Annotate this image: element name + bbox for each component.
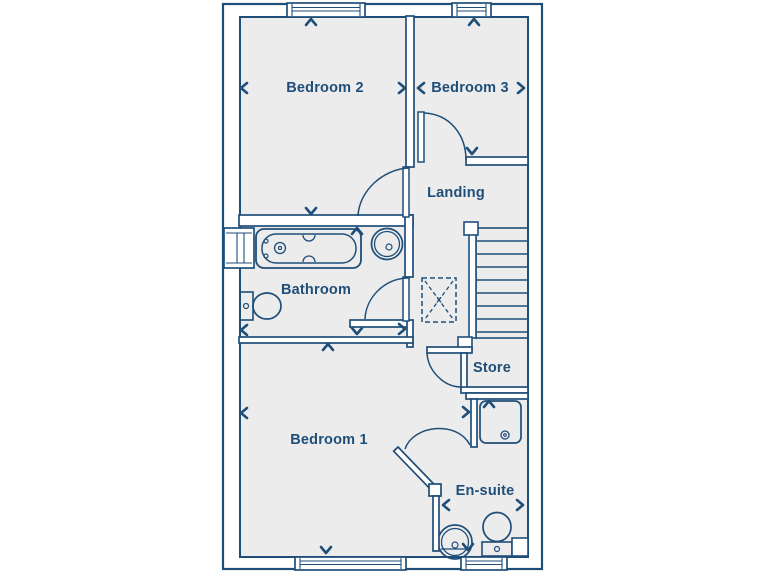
arrow-up-icon — [321, 342, 335, 352]
arrow-left-icon — [239, 406, 249, 420]
arrow-down-icon — [304, 206, 318, 216]
window-bathroom — [223, 227, 255, 269]
internal-walls — [238, 15, 529, 552]
loft-hatch-icon — [421, 277, 457, 323]
room-label-en-suite: En-suite — [455, 483, 515, 499]
arrow-up-icon — [482, 399, 496, 409]
arrow-down-icon — [465, 146, 479, 156]
door-arcs — [357, 112, 471, 450]
window-en-suite — [460, 556, 508, 571]
bathroom-door-arc — [364, 277, 410, 320]
arrow-left-icon — [441, 498, 451, 512]
room-label-bedroom-2: Bedroom 2 — [286, 80, 364, 96]
window-bedroom3 — [451, 2, 492, 18]
washbasin-icon — [370, 227, 404, 261]
door-leaves — [402, 111, 425, 322]
room-label-store: Store — [472, 360, 512, 376]
room-label-landing: Landing — [427, 185, 485, 201]
arrow-right-icon — [516, 81, 526, 95]
staircase-icon — [457, 221, 529, 351]
arrow-down-icon — [461, 542, 475, 552]
toilet-icon — [239, 291, 282, 321]
arrow-up-icon — [304, 17, 318, 27]
room-label-bathroom: Bathroom — [280, 282, 352, 298]
arrow-up-icon — [467, 17, 481, 27]
shower-icon — [479, 400, 522, 444]
window-bedroom1 — [294, 556, 407, 571]
arrow-left-icon — [239, 81, 249, 95]
room-label-bedroom-1: Bedroom 1 — [290, 432, 368, 448]
en-suite-toilet-icon — [481, 511, 529, 557]
bedroom2-door-arc — [357, 167, 410, 217]
arrow-left-icon — [416, 81, 426, 95]
dimension-arrows — [239, 17, 526, 555]
room-label-bedroom-3: Bedroom 3 — [431, 80, 509, 96]
arrow-down-icon — [350, 326, 364, 336]
windows — [223, 2, 508, 571]
window-bedroom2 — [286, 2, 366, 18]
arrow-right-icon — [515, 498, 525, 512]
arrow-right-icon — [461, 405, 471, 419]
bedroom1-door-arc — [426, 352, 462, 388]
arrow-right-icon — [397, 81, 407, 95]
bathroom-door — [402, 276, 410, 322]
bath-icon — [255, 228, 362, 269]
arrow-up-icon — [350, 226, 364, 236]
arrow-right-icon — [397, 322, 407, 336]
loft-hatch-mark: x — [436, 294, 442, 306]
arrow-left-icon — [239, 323, 249, 337]
external-walls — [221, 2, 544, 571]
bedroom2-door — [402, 166, 410, 218]
arrow-down-icon — [319, 545, 333, 555]
bedroom3-door-arc — [423, 112, 467, 161]
bedroom3-door — [417, 111, 425, 163]
en-suite-door-arc — [404, 427, 471, 450]
